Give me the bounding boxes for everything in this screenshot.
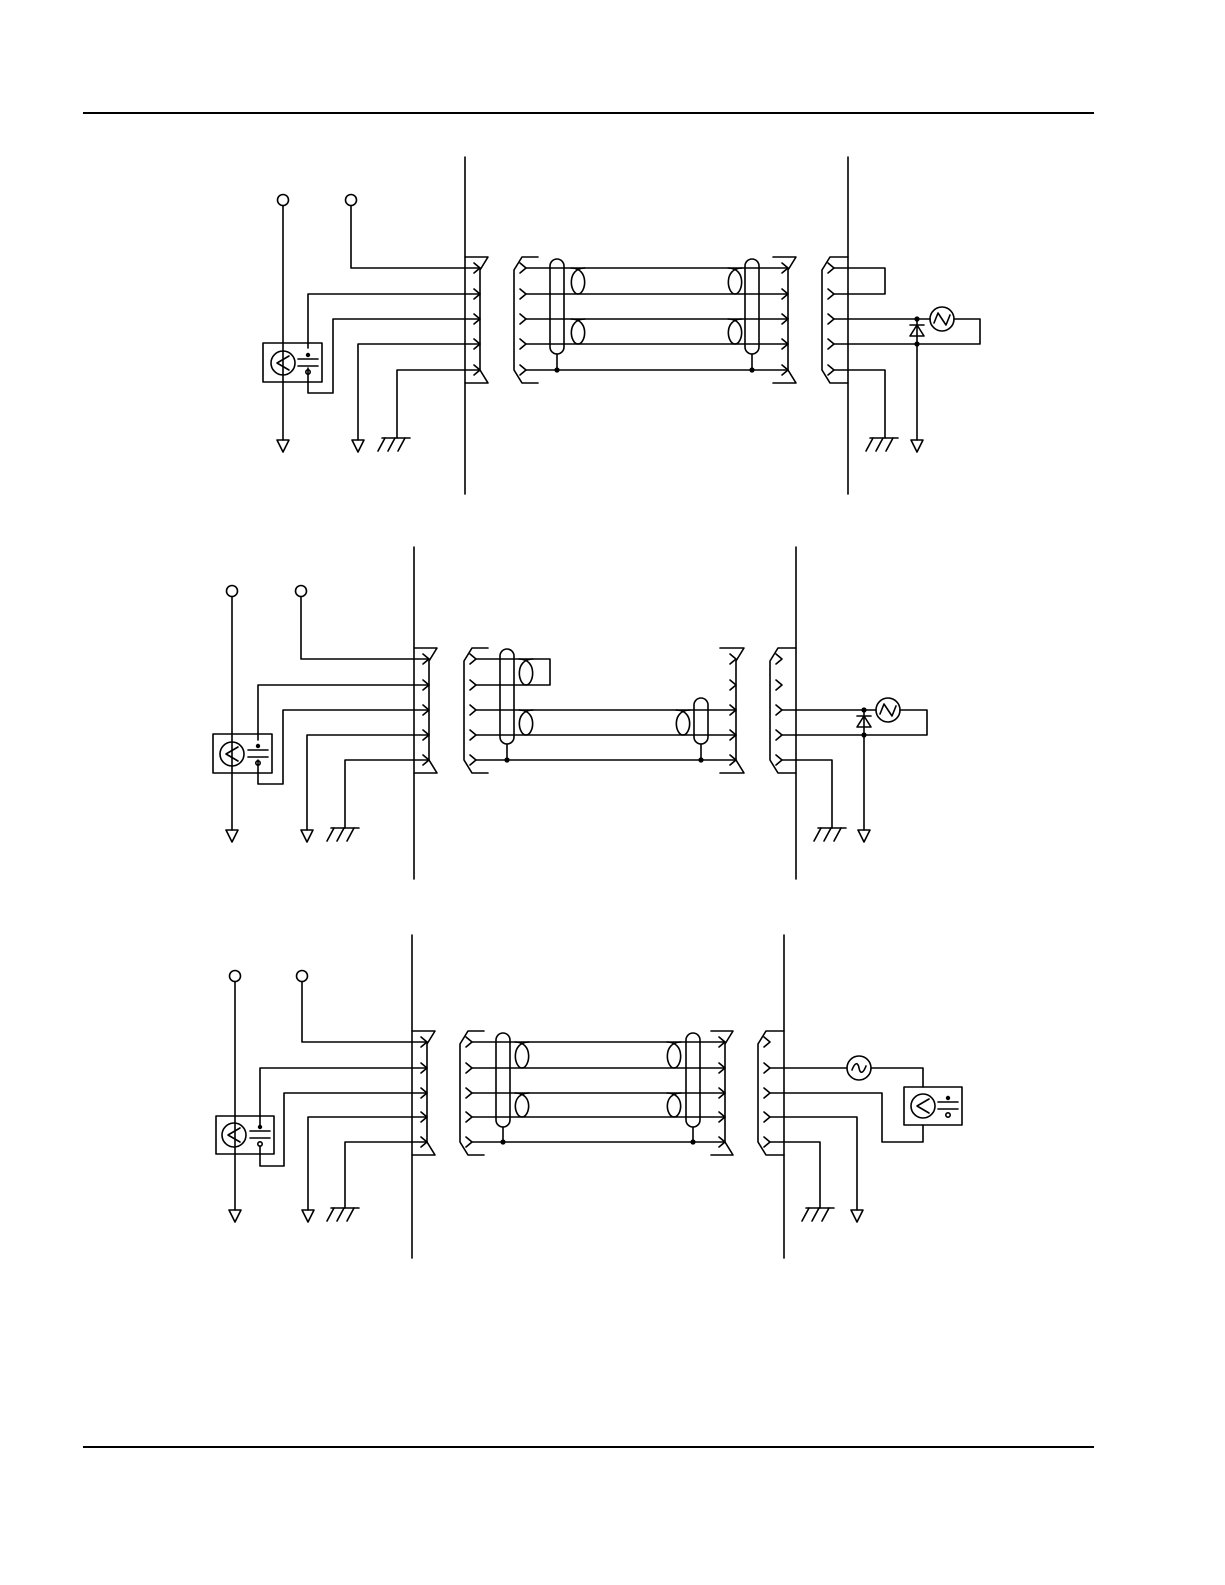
footer-rule xyxy=(83,1446,1094,1448)
signal-ground-right-icon xyxy=(858,830,870,842)
chassis-ground-icon xyxy=(378,438,410,451)
cable-conductors xyxy=(526,268,788,370)
wiring-diagram-2 xyxy=(0,530,1225,890)
signal-ground-icon xyxy=(229,1210,314,1222)
source-with-capacitor-icon xyxy=(213,734,272,773)
right-connector-receptacle xyxy=(822,257,848,383)
shield-far-end xyxy=(686,1033,700,1145)
signal-ground-right-icon xyxy=(851,1210,863,1222)
chassis-ground-icon xyxy=(327,828,359,841)
chassis-ground-icon xyxy=(327,1208,359,1221)
chassis-ground-right-icon xyxy=(814,828,846,841)
ac-source-icon xyxy=(930,307,954,331)
signal-ground-icon xyxy=(277,440,364,452)
twisted-pair-icon xyxy=(515,1042,681,1117)
right-wiring xyxy=(834,268,980,440)
shield-far-end xyxy=(694,698,708,763)
cable-conductors xyxy=(476,659,736,760)
signal-ground-icon xyxy=(226,830,313,842)
shield-near-end xyxy=(500,649,514,763)
twisted-pair-icon xyxy=(571,268,742,344)
terminal-posts xyxy=(227,586,430,831)
left-wiring xyxy=(258,685,429,830)
ac-source-icon xyxy=(847,1056,871,1080)
shield-near-end xyxy=(496,1033,510,1145)
chassis-ground-right-icon xyxy=(866,438,898,451)
right-wiring xyxy=(770,1068,923,1210)
shield-far-end xyxy=(745,259,759,373)
cable-plug-near xyxy=(514,257,538,383)
left-wiring xyxy=(260,1068,427,1210)
source-with-capacitor-icon xyxy=(263,343,322,382)
twisted-pair-icon xyxy=(519,659,690,735)
right-wiring xyxy=(782,710,927,830)
signal-ground-right-icon xyxy=(911,440,923,452)
wiring-diagram-1 xyxy=(0,0,1225,520)
terminal-posts xyxy=(230,971,428,1211)
wiring-diagram-3 xyxy=(0,910,1225,1270)
chassis-ground-right-icon xyxy=(802,1208,834,1221)
left-wiring xyxy=(308,294,480,440)
cable-plug-far xyxy=(773,257,796,383)
ac-source-icon xyxy=(876,698,900,722)
source-with-capacitor-right-icon xyxy=(904,1087,962,1125)
shield-near-end xyxy=(550,259,564,373)
source-with-capacitor-icon xyxy=(216,1116,274,1154)
left-connector-receptacle xyxy=(465,257,488,383)
